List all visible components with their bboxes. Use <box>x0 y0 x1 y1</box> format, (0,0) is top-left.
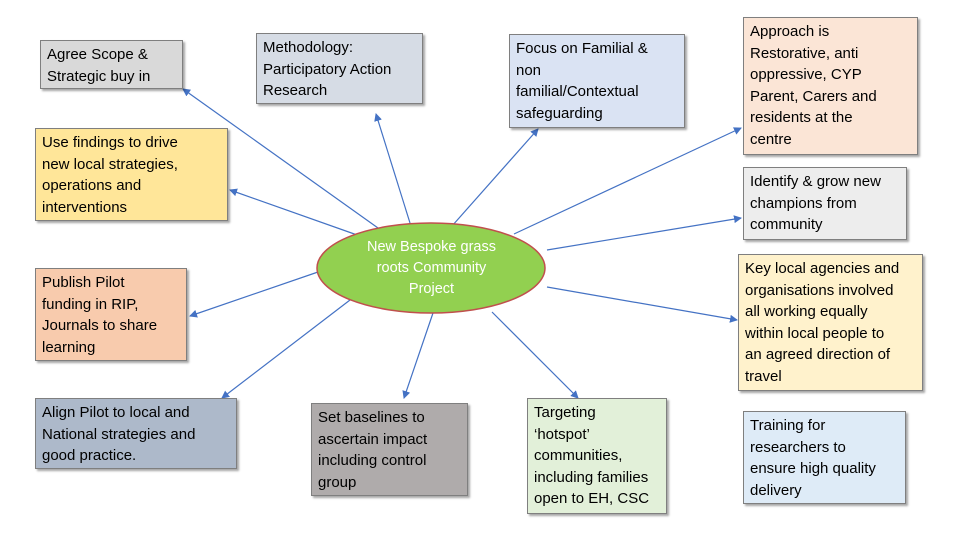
box-targeting-hotspot: Targeting ‘hotspot’ communities, includi… <box>527 398 667 514</box>
box-key-agencies: Key local agencies and organisations inv… <box>738 254 923 391</box>
box-publish-pilot: Publish Pilot funding in RIP, Journals t… <box>35 268 187 361</box>
box-identify-champions: Identify & grow new champions from commu… <box>743 167 907 240</box>
box-methodology: Methodology: Participatory Action Resear… <box>256 33 423 104</box>
box-agree-scope: Agree Scope & Strategic buy in <box>40 40 183 89</box>
box-approach: Approach is Restorative, anti oppressive… <box>743 17 918 155</box>
arrow-to-align <box>221 299 351 399</box>
box-focus-safeguarding: Focus on Familial & non familial/Context… <box>509 34 685 128</box>
box-set-baselines: Set baselines to ascertain impact includ… <box>311 403 468 496</box>
arrow-to-agencies <box>546 286 738 323</box>
box-use-findings: Use findings to drive new local strategi… <box>35 128 228 221</box>
center-ellipse <box>316 222 546 314</box>
arrow-to-findings <box>229 188 361 237</box>
box-training-researchers: Training for researchers to ensure high … <box>743 411 906 504</box>
arrow-to-baselines <box>402 312 434 399</box>
arrow-to-targeting <box>491 311 579 399</box>
arrow-to-scope <box>182 88 379 229</box>
center-project-label: New Bespoke grass roots Community Projec… <box>367 238 496 297</box>
arrow-to-champions <box>546 215 742 251</box>
box-align-pilot: Align Pilot to local and National strate… <box>35 398 237 469</box>
arrow-to-approach <box>513 127 742 235</box>
arrow-to-methodology <box>374 113 411 224</box>
arrow-to-publish <box>189 271 319 318</box>
arrow-to-focus <box>451 128 539 227</box>
